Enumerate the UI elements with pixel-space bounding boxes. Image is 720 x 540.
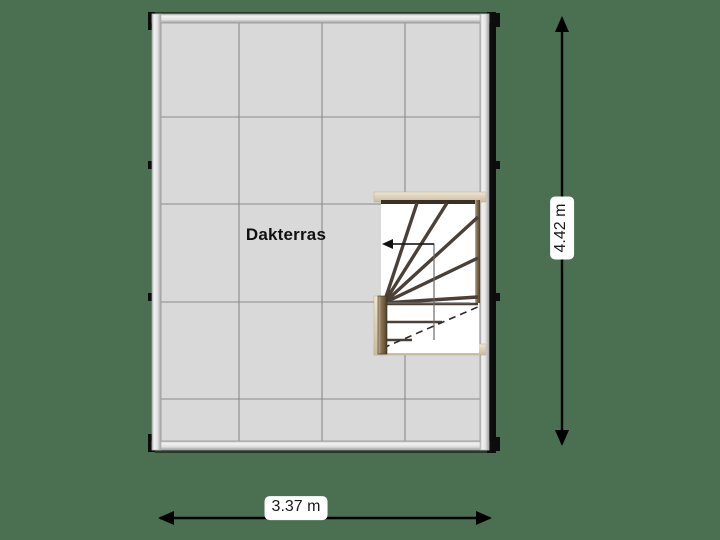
dim-arrow-top <box>555 16 569 32</box>
stair-direction-arrow <box>382 239 434 249</box>
dimension-height-label: 4.42 m <box>550 196 574 260</box>
stair-newel-post <box>377 295 388 355</box>
winder-staircase <box>373 191 487 356</box>
dim-arrow-left <box>158 511 174 525</box>
stair-break-line <box>382 305 481 349</box>
exterior-wall <box>148 12 500 453</box>
dim-arrow-right <box>476 511 492 525</box>
stair-lower-treads <box>385 302 478 342</box>
room-label-dakterras: Dakterras <box>245 225 327 244</box>
dim-arrow-bottom <box>555 430 569 446</box>
glass-railing <box>151 13 490 451</box>
dimension-width-label: 3.37 m <box>264 496 328 520</box>
stair-treads <box>382 202 479 305</box>
